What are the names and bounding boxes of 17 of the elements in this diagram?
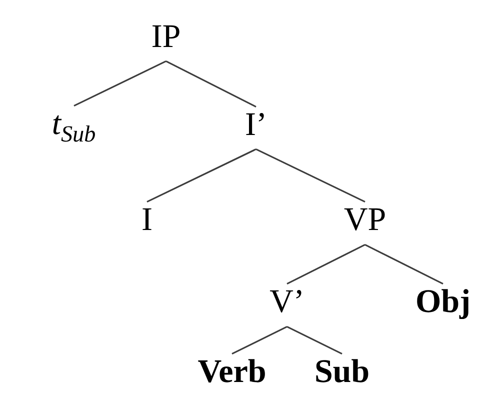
branch-line: [166, 60, 256, 108]
branch-line: [232, 326, 288, 355]
branch-line: [364, 244, 444, 285]
branch-line: [256, 148, 366, 203]
tree-node-label: Obj: [417, 289, 468, 320]
tree-node-label: Verb: [198, 359, 265, 382]
tree-node-label: IP: [152, 25, 180, 47]
branch-line: [286, 326, 342, 355]
branch-line: [146, 148, 256, 203]
tree-node-label: I’: [246, 113, 264, 135]
tree-node-label: VP: [344, 208, 385, 230]
branch-line: [74, 60, 166, 107]
tree-node-label: t$_{Sub}$: [53, 115, 95, 142]
tree-node-label: Sub: [316, 359, 368, 382]
tree-node-label: V’: [270, 290, 302, 312]
tree-node-label: I: [142, 208, 152, 230]
branch-line: [286, 244, 366, 285]
